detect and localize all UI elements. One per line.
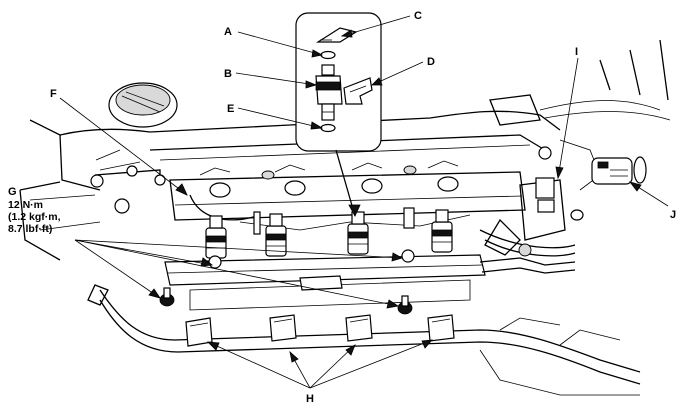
label-a: A <box>224 26 232 38</box>
torque-spec-line2: (1.2 kgf·m, <box>8 211 61 223</box>
harness-connector-2 <box>269 314 297 342</box>
o-ring-upper <box>320 50 336 60</box>
mounting-bolt-right <box>397 295 413 315</box>
injector-clip <box>343 77 373 105</box>
label-f: F <box>50 88 57 100</box>
o-ring-lower <box>320 123 336 133</box>
mounting-bolt-left <box>159 287 175 307</box>
label-d: D <box>427 56 435 68</box>
injector-2 <box>265 213 287 257</box>
fuel-injectors <box>205 207 453 259</box>
cylinder-head <box>169 160 526 231</box>
torque-spec-line3: 8.7 lbf·ft) <box>8 223 52 235</box>
injector-4 <box>431 209 453 253</box>
engine-background <box>19 39 671 261</box>
harness-connector-3 <box>345 314 373 342</box>
torque-spec-line1: 12 N·m <box>8 199 43 211</box>
connector-j <box>591 156 647 185</box>
right-fittings <box>479 177 584 257</box>
label-c: C <box>414 10 422 22</box>
oil-filler-cap <box>108 82 178 128</box>
leader-lines <box>59 15 669 389</box>
valve-cover <box>19 39 671 261</box>
label-e: E <box>227 103 234 115</box>
injector-harness <box>87 284 641 396</box>
label-b: B <box>224 68 232 80</box>
label-j: J <box>670 209 676 221</box>
injector-1 <box>205 215 227 259</box>
label-h: H <box>306 393 314 405</box>
fuel-rail <box>164 249 576 311</box>
injector-3 <box>347 211 369 255</box>
harness-connector-4 <box>427 314 455 342</box>
label-g: G <box>8 186 17 198</box>
injector-detail <box>315 64 343 121</box>
label-i: I <box>575 46 578 58</box>
